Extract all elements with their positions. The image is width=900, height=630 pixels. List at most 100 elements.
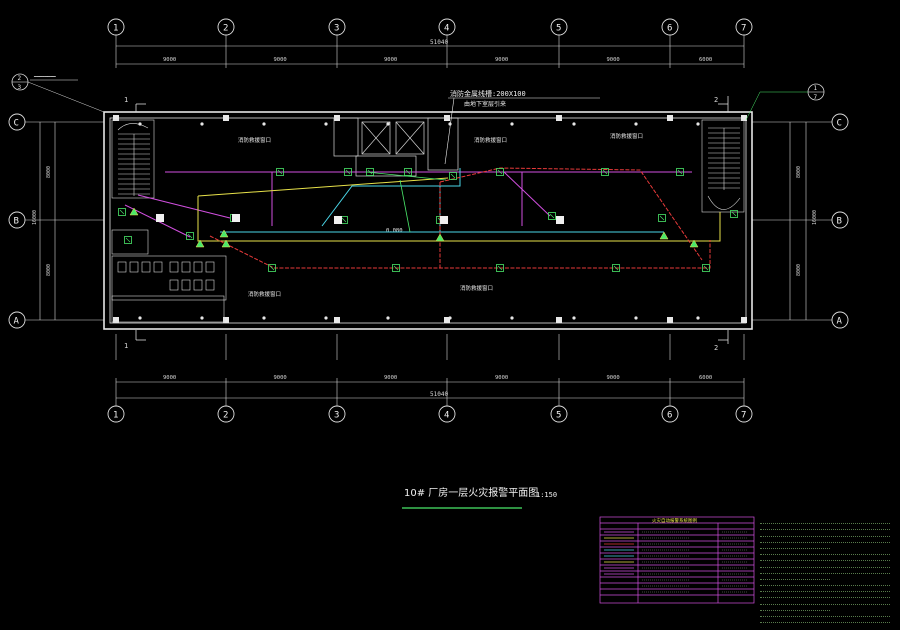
- yellow-wiring: [197, 177, 721, 242]
- svg-text:━━━━━━━━: ━━━━━━━━: [33, 75, 56, 80]
- note-line: [760, 530, 890, 537]
- index-right-bottom: 7: [814, 94, 818, 101]
- row-label-left-B: B: [14, 217, 19, 227]
- bay-dim-top-6: 6000: [699, 57, 712, 63]
- bay-dim-bottom-2: 9000: [274, 375, 287, 381]
- note-line: [760, 580, 890, 587]
- note-line: [760, 592, 890, 599]
- bay-dim-top-3: 9000: [384, 57, 397, 63]
- smoke-detector: [496, 168, 504, 176]
- ceiling-light: [634, 316, 638, 320]
- note-line: [760, 568, 890, 574]
- grid-bubble-top-2: 2: [217, 18, 235, 36]
- total-dimension-bottom: 51040: [430, 391, 448, 398]
- ceiling-light: [262, 122, 266, 126]
- section-mark-2-top: 2: [714, 96, 718, 104]
- red-wiring: [209, 167, 711, 269]
- window-label-1: 消防救援窗口: [238, 136, 271, 144]
- grid-label-bottom-5: 5: [556, 411, 561, 421]
- module-block: [232, 214, 240, 222]
- grid-bubble-top-5: 5: [550, 18, 568, 36]
- total-dimension-top: 51040: [430, 39, 448, 46]
- smoke-detector: [601, 168, 609, 176]
- grid-label-top-4: 4: [444, 24, 449, 34]
- window-label-2: 消防救援窗口: [474, 136, 507, 144]
- magenta-wiring: [124, 171, 692, 238]
- smoke-detector: [118, 208, 126, 216]
- note-line: [760, 605, 830, 611]
- grid-bubble-top-1: 1: [107, 18, 125, 36]
- ceiling-light: [138, 122, 142, 126]
- ceiling-light: [696, 122, 700, 126]
- module-block: [440, 216, 448, 224]
- smoke-detector: [366, 168, 374, 176]
- row-bubble-left-B: B: [8, 211, 26, 229]
- note-line: [760, 561, 890, 568]
- smoke-detector: [676, 168, 684, 176]
- alarm-bell-icon: [219, 229, 229, 238]
- row-label-left-C: C: [14, 119, 19, 129]
- smoke-detector: [702, 264, 710, 272]
- module-block: [334, 216, 342, 224]
- row-bubble-left-A: A: [8, 311, 26, 329]
- legend-table: 火灾自动报警系统图例: [599, 516, 755, 604]
- row-bubble-right-A: A: [831, 311, 849, 329]
- note-line: [760, 524, 890, 531]
- grid-label-top-1: 1: [113, 24, 118, 34]
- row-label-left-A: A: [14, 317, 20, 327]
- smoke-detector: [730, 210, 738, 218]
- bay-dim-top-1: 9000: [163, 57, 176, 63]
- note-line: [760, 586, 890, 593]
- smoke-detector: [186, 232, 194, 240]
- grid-lines: [115, 35, 745, 406]
- rescue-window-labels: 消防救援窗口 消防救援窗口 消防救援窗口 消防救援窗口 消防救援窗口: [238, 132, 643, 298]
- ceiling-light: [324, 316, 328, 320]
- alarm-bell-icon: [221, 239, 231, 248]
- section-marks: 1 1 2 2: [124, 96, 729, 352]
- alarm-bell-icon: [435, 233, 445, 242]
- note-line: [760, 617, 890, 624]
- drawing-scale: 1:150: [536, 491, 557, 499]
- left-stair: [111, 119, 155, 199]
- row-label-right-B: B: [837, 217, 842, 227]
- alarm-devices: [118, 122, 738, 320]
- smoke-detector: [449, 172, 457, 180]
- bottom-dimension-chain: 51040: [116, 381, 744, 399]
- grid-label-bottom-1: 1: [113, 411, 118, 421]
- ceiling-light: [572, 122, 576, 126]
- bay-dim-bottom-1: 9000: [163, 375, 176, 381]
- ceiling-light: [200, 316, 204, 320]
- ceiling-light: [510, 316, 514, 320]
- smoke-detector: [404, 168, 412, 176]
- grid-bubble-bottom-1: 1: [107, 405, 125, 423]
- grid-label-bottom-6: 6: [667, 411, 672, 421]
- note-line: [760, 537, 890, 543]
- right-stair: [701, 119, 745, 213]
- ceiling-light: [200, 122, 204, 126]
- module-block: [156, 214, 164, 222]
- note-line: [760, 598, 890, 605]
- row-label-right-A: A: [837, 317, 843, 327]
- drawing-title: 10# 厂房一层火灾报警平面图: [404, 486, 538, 499]
- note-line: [760, 555, 890, 562]
- grid-label-top-6: 6: [667, 24, 672, 34]
- smoke-detector: [612, 264, 620, 272]
- row-dim-right-1: 8000: [796, 166, 802, 178]
- grid-bubble-top-3: 3: [328, 18, 346, 36]
- left-vertical-dims: 8000 16000 8000: [32, 122, 56, 320]
- elevator-shafts: [333, 117, 459, 177]
- index-left-top: 2: [18, 75, 22, 82]
- index-mark-right: 1 7: [745, 83, 825, 121]
- smoke-detector: [548, 212, 556, 220]
- smoke-detector: [496, 264, 504, 272]
- grid-bubble-bottom-4: 4: [438, 405, 456, 423]
- row-dim-right-3: 8000: [796, 264, 802, 276]
- section-mark-1-top: 1: [124, 96, 128, 104]
- design-notes-text: [760, 518, 894, 626]
- section-mark-2-bottom: 2: [714, 344, 718, 352]
- cable-tray-note: 由地下室层引来: [464, 100, 506, 108]
- note-line: [760, 623, 890, 626]
- ceiling-light: [634, 122, 638, 126]
